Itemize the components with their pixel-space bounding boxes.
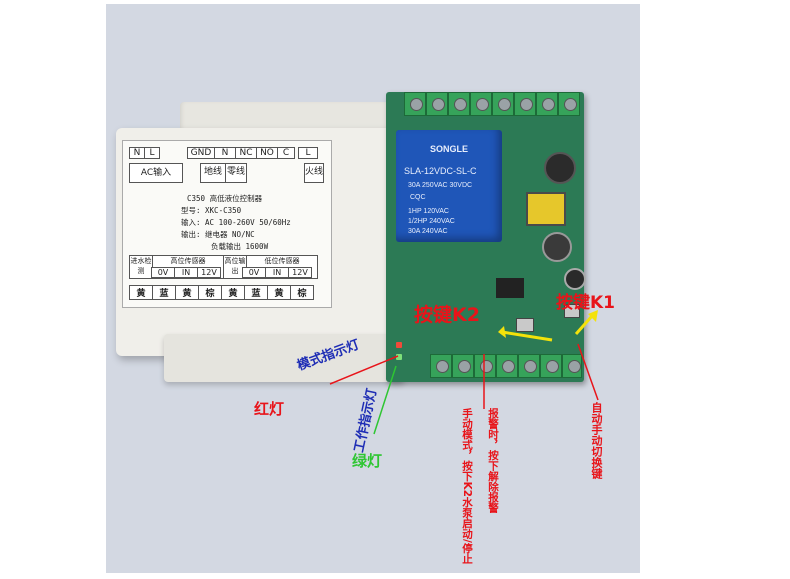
k2-arrow: [501, 330, 553, 342]
terminal-screw: [430, 354, 452, 378]
annotation-k1-switch: 自动手动切换键: [590, 402, 603, 479]
relay: SONGLE SLA-12VDC-SL-C 30A 250VAC 30VDC C…: [396, 130, 502, 242]
product-photo: N L GND N NC NO C L AC输入 地线 零线 火线 C350 高…: [106, 4, 640, 573]
ic-chip: [496, 278, 524, 298]
label-cell: L: [144, 147, 160, 159]
label-cell: L: [298, 147, 318, 159]
label-cell: 棕: [198, 285, 222, 300]
label-top-headers: N L GND N NC NO C L: [129, 147, 318, 159]
housing-bottom: [164, 334, 404, 382]
label-cell: 黄: [129, 285, 153, 300]
label-cell: 火线: [304, 163, 324, 183]
relay-cqc: CQC: [410, 194, 426, 201]
label-bottom-pins-right: 0V IN 12V: [242, 267, 312, 278]
button-k2: [516, 318, 534, 332]
annotation-overlay: [329, 310, 599, 435]
annotation-k2-alarm: 报警时，按下解除报警: [487, 408, 499, 513]
terminal-screw: [558, 92, 580, 116]
label-model-line: C350 高低液位控制器: [187, 194, 263, 203]
annotation-green-led: 绿灯: [352, 452, 383, 470]
label-type-line: 型号: XKC-C350: [181, 206, 242, 215]
label-cell: 12V: [197, 267, 221, 278]
terminal-screw: [470, 92, 492, 116]
terminal-screw: [496, 354, 518, 378]
label-cell: 进水检测: [129, 255, 153, 279]
terminal-screw: [518, 354, 540, 378]
terminal-screw: [536, 92, 558, 116]
label-cell: 12V: [288, 267, 312, 278]
terminal-screw: [448, 92, 470, 116]
capacitor: [542, 232, 572, 262]
green-led-pointer: [373, 365, 397, 435]
label-cell: 黄: [221, 285, 245, 300]
terminal-screw: [562, 354, 582, 378]
red-led-pointer: [329, 355, 399, 385]
label-input-line: 输入: AC 100-260V 50/60Hz: [181, 218, 291, 227]
terminal-screw: [540, 354, 562, 378]
annotation-k2-manual: 手动模式，按下K2水泵启动/停止: [461, 408, 473, 564]
relay-rating: 1HP 120VAC: [408, 208, 449, 215]
relay-brand: SONGLE: [430, 144, 469, 154]
relay-model: SLA-12VDC-SL-C: [404, 166, 477, 176]
annotation-key-k1: 按键K1: [556, 293, 616, 313]
label-cell: C: [277, 147, 295, 159]
label-cell: GND: [187, 147, 215, 159]
relay-rating: 30A 240VAC: [408, 228, 448, 235]
terminal-screw: [404, 92, 426, 116]
label-output-line: 输出: 继电器 NO/NC: [181, 230, 255, 239]
terminal-screw: [426, 92, 448, 116]
transformer: [526, 192, 566, 226]
terminal-screw: [492, 92, 514, 116]
label-top-row2: AC输入 地线 零线 火线: [129, 163, 324, 183]
label-cell: AC输入: [129, 163, 183, 183]
label-cell: 棕: [290, 285, 314, 300]
annotation-red-led: 红灯: [254, 400, 285, 418]
spec-label: N L GND N NC NO C L AC输入 地线 零线 火线 C350 高…: [122, 140, 332, 308]
capacitor: [544, 152, 576, 184]
k1-arrowhead: [588, 310, 598, 322]
relay-rating: 30A 250VAC 30VDC: [408, 182, 473, 189]
label-cell: 蓝: [244, 285, 268, 300]
capacitor: [564, 268, 586, 290]
switch-pointer: [577, 343, 599, 401]
k1-arrow: [574, 315, 594, 335]
label-load-line: 负载输出 1600W: [211, 242, 269, 251]
label-bottom-pins-left: 0V IN 12V: [151, 267, 221, 278]
annotation-key-k2: 按键K2: [414, 304, 480, 326]
relay-rating: 1/2HP 240VAC: [408, 218, 455, 225]
terminal-screw: [452, 354, 474, 378]
button-k1: [564, 304, 580, 318]
green-led: [396, 354, 402, 360]
label-cell: 零线: [225, 163, 247, 183]
red-led: [396, 342, 402, 348]
label-wire-colors: 黄 蓝 黄 棕 黄 蓝 黄 棕: [129, 285, 314, 300]
terminal-screw: [514, 92, 536, 116]
k2-arrowhead: [498, 326, 506, 338]
